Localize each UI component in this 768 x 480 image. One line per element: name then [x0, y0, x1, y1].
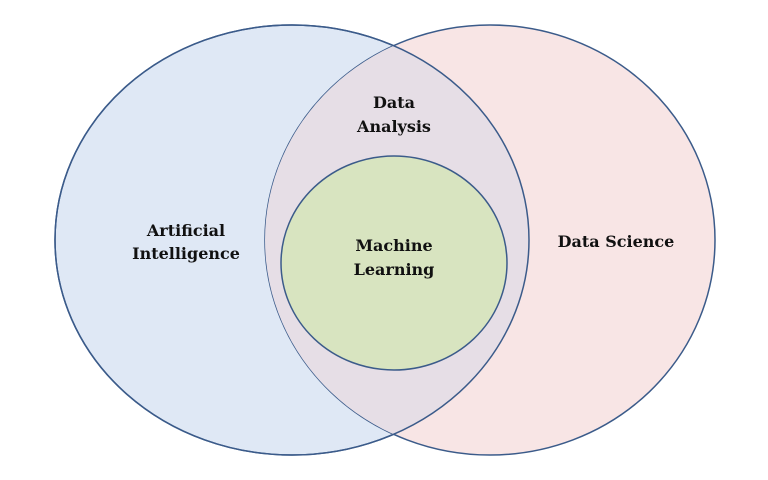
ml-label-line2: Learning — [354, 260, 435, 279]
ds-label: Data Science — [558, 232, 675, 251]
ml-label-line1: Machine — [355, 236, 432, 255]
artificial-intelligence-outline — [54, 24, 530, 456]
machine-learning-circle — [280, 155, 508, 371]
da-label-line2: Analysis — [356, 117, 431, 136]
da-label-line1: Data — [373, 93, 415, 112]
ai-label-line2: Intelligence — [132, 244, 240, 263]
ai-label-line1: Artificial — [146, 221, 225, 240]
